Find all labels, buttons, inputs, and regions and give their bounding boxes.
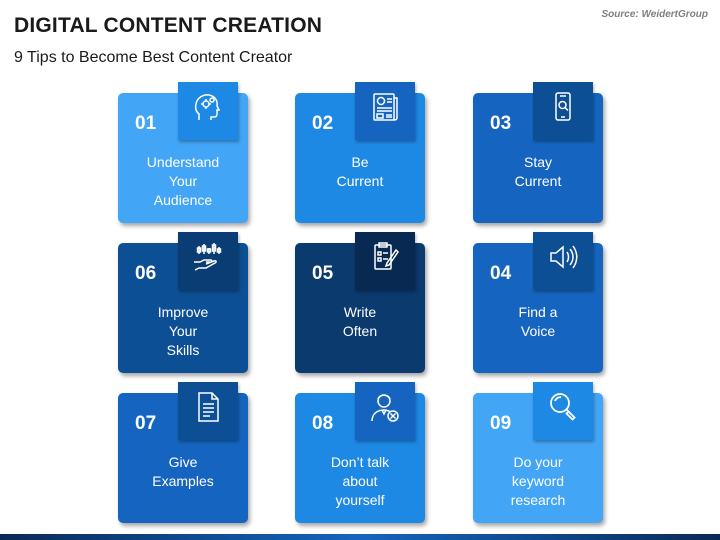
- document-icon: [198, 392, 219, 422]
- smartphone-icon: [555, 92, 571, 121]
- tip-card-08: 08 Don’t talk about yourself: [295, 382, 425, 523]
- tip-card-09: 09 Do your keyword research: [473, 382, 603, 523]
- tip-card-04: 04 Find a Voice: [473, 232, 603, 373]
- tip-number: 03: [490, 113, 512, 134]
- tip-number: 04: [490, 263, 512, 284]
- tip-label: Give Examples: [152, 454, 214, 489]
- tip-card-07: 07 Give Examples: [118, 382, 248, 523]
- tip-label: Improve Your Skills: [157, 304, 209, 358]
- head-gears-icon: [194, 94, 221, 120]
- tip-ribbon: [533, 382, 593, 440]
- tip-card-06: 06 Improve Your Skills: [118, 232, 248, 373]
- tip-ribbon: [355, 82, 415, 140]
- slide-title: DIGITAL CONTENT CREATION: [14, 14, 323, 37]
- speaker-icon: [550, 245, 578, 269]
- tip-label: Understand Your Audience: [146, 154, 220, 208]
- tip-number: 08: [312, 413, 334, 434]
- tip-number: 06: [135, 263, 157, 284]
- magnifier-icon: [550, 393, 576, 421]
- tip-number: 09: [490, 413, 512, 434]
- tip-ribbon: [178, 82, 238, 140]
- footer-bar: [0, 534, 720, 540]
- tip-label: Do your keyword research: [510, 454, 566, 508]
- person-cross-icon: [371, 394, 399, 422]
- tip-number: 01: [135, 113, 157, 134]
- source-note: Source: WeidertGroup: [601, 9, 709, 20]
- tip-number: 07: [135, 413, 157, 434]
- hand-chart-icon: [194, 243, 222, 271]
- tip-ribbon: [533, 232, 593, 290]
- tip-ribbon: [178, 382, 238, 440]
- tip-card-02: 02 Be Current: [295, 82, 425, 223]
- tip-label: Find a Voice: [518, 304, 558, 339]
- tip-label: Don’t talk about yourself: [330, 454, 390, 508]
- tip-ribbon: [355, 382, 415, 440]
- tip-number: 05: [312, 263, 334, 284]
- tip-label: Be Current: [336, 154, 384, 189]
- newspaper-icon: [373, 93, 398, 121]
- tip-card-01: 01 Understand Your Audience: [118, 82, 248, 223]
- tip-card-03: 03 Stay Current: [473, 82, 603, 223]
- tip-ribbon: [355, 232, 415, 290]
- tip-ribbon: [533, 82, 593, 140]
- clipboard-pen-icon: [374, 242, 399, 270]
- tip-card-05: 05 Write Often: [295, 232, 425, 373]
- slide-subtitle: 9 Tips to Become Best Content Creator: [14, 49, 293, 66]
- tip-label: Write Often: [342, 304, 378, 339]
- tip-label: Stay Current: [514, 154, 562, 189]
- tip-ribbon: [178, 232, 238, 290]
- tip-number: 02: [312, 113, 334, 134]
